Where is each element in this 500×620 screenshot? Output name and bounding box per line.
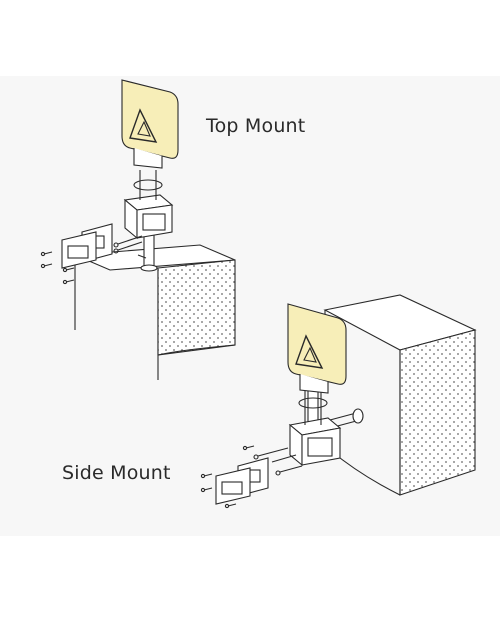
top-mount-illustration xyxy=(40,79,236,380)
side-wall-block xyxy=(323,294,477,496)
top-screws xyxy=(40,251,75,285)
top-ring xyxy=(133,179,163,191)
side-antenna-panel xyxy=(287,303,347,394)
side-clamp-box xyxy=(288,417,342,467)
top-antenna-panel xyxy=(121,79,179,169)
side-screws xyxy=(200,445,255,509)
side-plates xyxy=(215,457,269,505)
side-mount-illustration xyxy=(200,294,477,509)
side-ring xyxy=(298,397,328,409)
side-bolts xyxy=(253,447,303,476)
top-clamp-box xyxy=(123,194,174,240)
top-bolts xyxy=(113,235,147,259)
side-mount-label: Side Mount xyxy=(62,462,171,484)
top-plates xyxy=(61,223,113,269)
top-wall-block xyxy=(74,244,236,380)
top-mount-label: Top Mount xyxy=(206,115,306,137)
